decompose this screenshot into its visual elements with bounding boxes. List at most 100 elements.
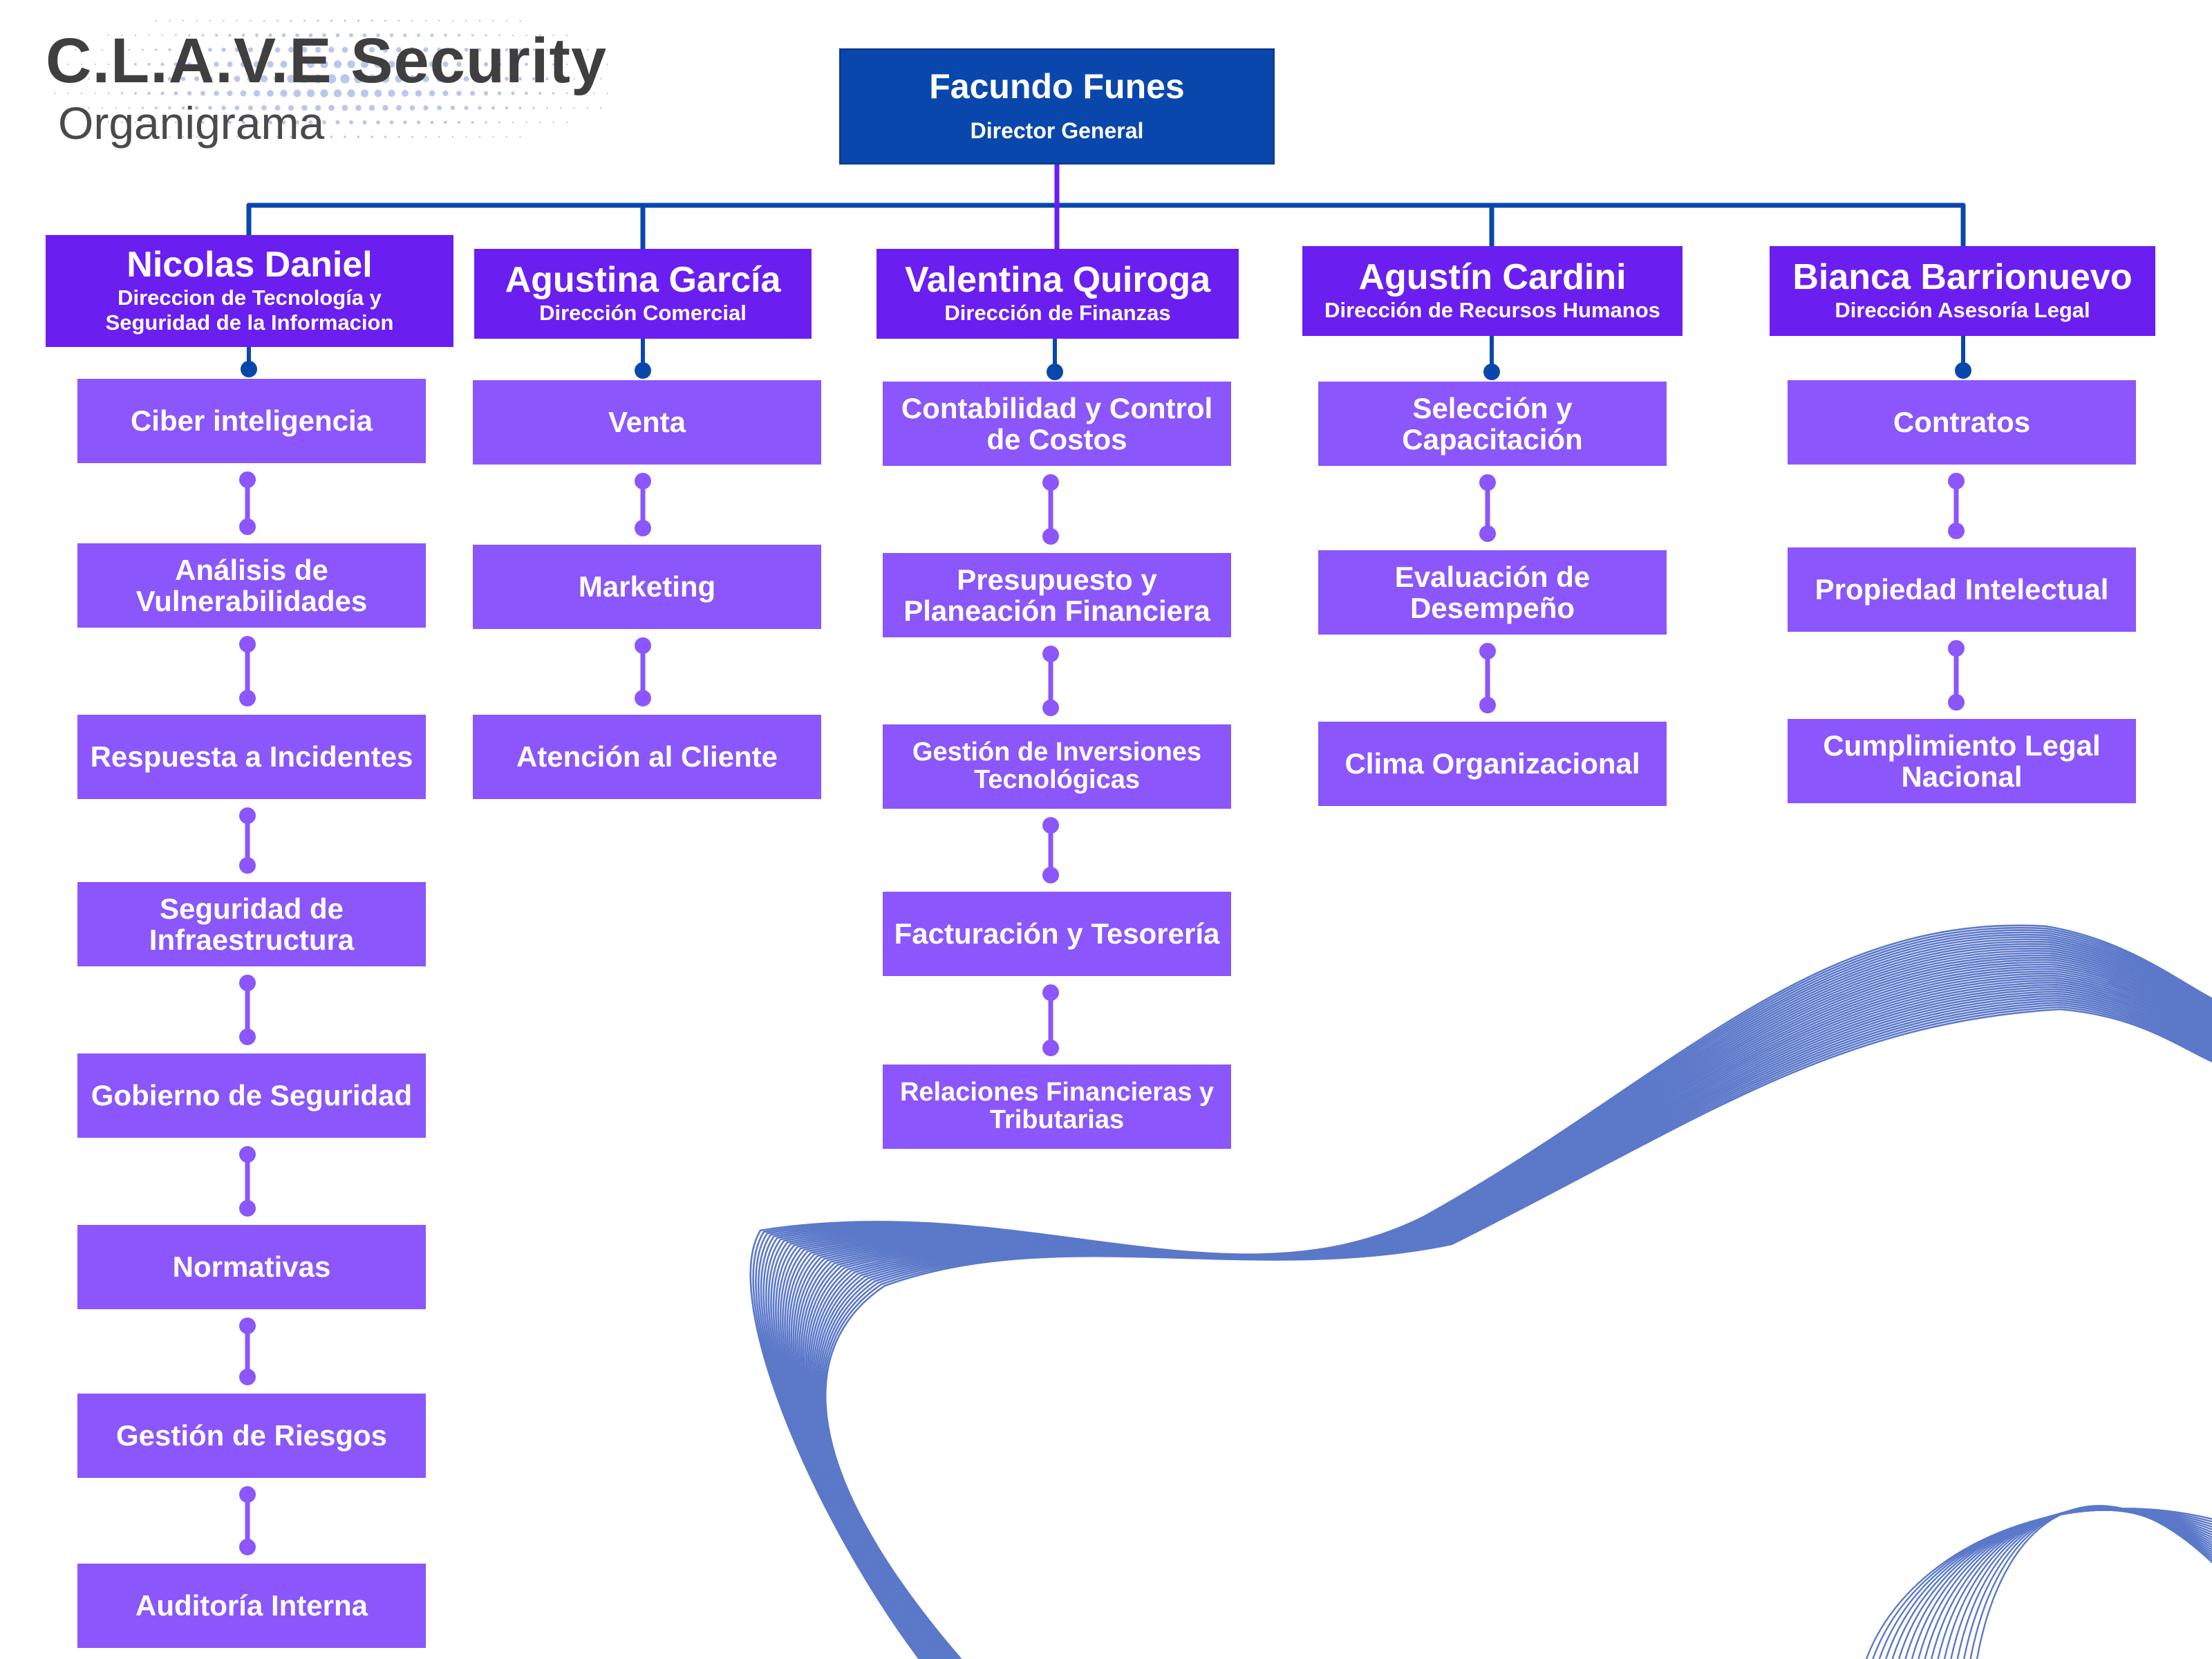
pattern-dot bbox=[532, 77, 536, 81]
pattern-dot bbox=[384, 19, 386, 22]
director-box: Facundo Funes Director General bbox=[839, 48, 1275, 165]
pattern-dot bbox=[478, 19, 481, 22]
pattern-dot bbox=[155, 135, 158, 138]
pattern-dot bbox=[154, 77, 158, 81]
pattern-dot bbox=[546, 48, 548, 51]
pattern-dot bbox=[411, 135, 413, 138]
connector-node bbox=[239, 1486, 256, 1503]
pattern-dot bbox=[301, 46, 308, 53]
pattern-dot bbox=[293, 60, 301, 68]
pattern-dot bbox=[141, 77, 144, 81]
pattern-dot bbox=[478, 106, 482, 110]
pattern-dot bbox=[168, 48, 171, 52]
pattern-dot bbox=[341, 104, 348, 111]
pattern-dot bbox=[579, 92, 581, 95]
pattern-dot bbox=[61, 77, 63, 80]
pattern-dot bbox=[485, 34, 487, 37]
pattern-dot bbox=[465, 19, 467, 22]
pattern-dot bbox=[67, 92, 69, 95]
division-head-name: Bianca Barrionuevo bbox=[1792, 257, 2133, 298]
pattern-dot bbox=[519, 135, 521, 138]
connector-node bbox=[1042, 817, 1059, 834]
pattern-dot bbox=[295, 33, 299, 37]
pattern-dot bbox=[492, 19, 494, 22]
department-label: Ciber inteligencia bbox=[130, 404, 373, 438]
pattern-dot bbox=[532, 48, 535, 51]
department-label: Contabilidad y Control de Costos bbox=[901, 391, 1213, 456]
pattern-dot bbox=[208, 48, 212, 52]
department-box: Atención al Cliente bbox=[473, 715, 821, 799]
pattern-dot bbox=[307, 60, 315, 68]
pattern-dot bbox=[438, 135, 440, 138]
division-head-role: Direccion de Tecnología y Seguridad de l… bbox=[105, 285, 394, 335]
page-subtitle: Organigrama bbox=[58, 97, 325, 149]
pattern-dot bbox=[477, 76, 482, 82]
pattern-dot bbox=[295, 120, 299, 124]
pattern-dot bbox=[525, 34, 527, 37]
pattern-dot bbox=[114, 77, 118, 80]
pattern-dot bbox=[148, 34, 150, 37]
connector-node bbox=[1042, 1040, 1059, 1056]
pattern-dot bbox=[107, 92, 110, 95]
pattern-dot bbox=[175, 121, 177, 124]
department-label: Atención al Cliente bbox=[516, 740, 778, 774]
pattern-dot bbox=[429, 61, 435, 68]
pattern-dot bbox=[505, 19, 508, 22]
pattern-dot bbox=[470, 91, 475, 96]
pattern-dot bbox=[565, 92, 568, 95]
pattern-dot bbox=[260, 75, 268, 83]
dot-pattern-decoration bbox=[53, 19, 608, 138]
pattern-dot bbox=[228, 33, 232, 37]
pattern-dot bbox=[201, 34, 205, 37]
pattern-dot bbox=[155, 48, 158, 51]
pattern-dot bbox=[357, 19, 360, 22]
department-box: Respuesta a Incidentes bbox=[77, 715, 426, 799]
pattern-dot bbox=[115, 106, 117, 109]
pattern-dot bbox=[600, 106, 602, 109]
pattern-dot bbox=[592, 92, 595, 95]
connector-node bbox=[1047, 364, 1063, 380]
company-title: C.L.A.V.E Security bbox=[46, 26, 608, 96]
department-box: Ciber inteligencia bbox=[77, 379, 426, 463]
pattern-dot bbox=[463, 76, 469, 82]
pattern-dot bbox=[263, 19, 265, 22]
connector-node bbox=[635, 520, 651, 536]
pattern-dot bbox=[538, 121, 541, 124]
department-box: Facturación y Tesorería bbox=[883, 892, 1231, 976]
pattern-dot bbox=[101, 106, 104, 109]
pattern-dot bbox=[360, 89, 369, 97]
pattern-dot bbox=[241, 33, 245, 37]
pattern-dot bbox=[442, 61, 449, 68]
wave-line bbox=[824, 1008, 2212, 1659]
pattern-dot bbox=[532, 106, 535, 109]
pattern-dot bbox=[458, 34, 460, 37]
pattern-dot bbox=[478, 48, 482, 52]
pattern-dot bbox=[240, 61, 247, 68]
pattern-dot bbox=[301, 104, 308, 111]
pattern-dot bbox=[464, 48, 469, 52]
pattern-dot bbox=[409, 47, 415, 53]
division-head-role: Dirección Comercial bbox=[539, 301, 747, 325]
pattern-dot bbox=[248, 47, 253, 53]
pattern-dot bbox=[384, 135, 387, 138]
department-box: Auditoría Interna bbox=[77, 1564, 426, 1648]
pattern-dot bbox=[559, 106, 562, 109]
pattern-dot bbox=[234, 105, 240, 111]
pattern-dot bbox=[174, 91, 178, 95]
pattern-dot bbox=[451, 19, 454, 22]
department-label: Selección y Capacitación bbox=[1402, 391, 1583, 456]
pattern-dot bbox=[223, 135, 225, 138]
pattern-dot bbox=[402, 61, 409, 68]
pattern-dot bbox=[142, 48, 144, 51]
connector-node bbox=[239, 1539, 256, 1555]
pattern-dot bbox=[290, 135, 292, 138]
pattern-dot bbox=[450, 105, 456, 111]
pattern-dot bbox=[374, 60, 382, 68]
pattern-dot bbox=[505, 48, 509, 52]
department-box: Selección y Capacitación bbox=[1318, 382, 1667, 466]
pattern-dot bbox=[160, 62, 165, 66]
connector-node bbox=[635, 637, 651, 654]
